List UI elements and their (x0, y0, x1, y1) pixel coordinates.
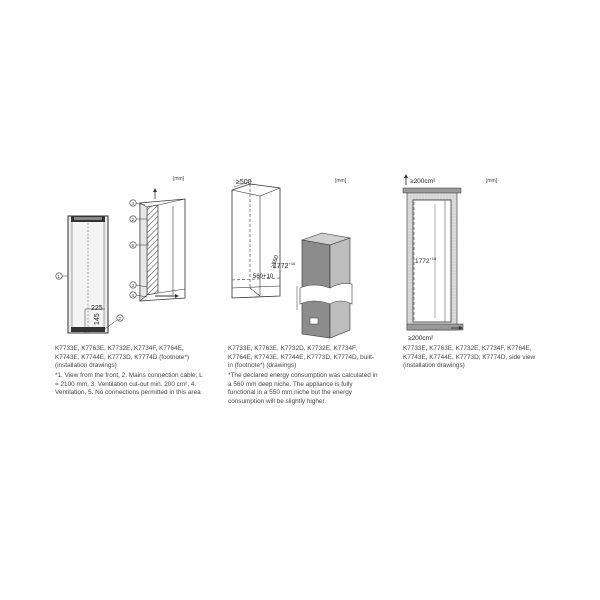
figure-2-built-in: ≥500 ≥560 1772+16 560+10 (231, 179, 353, 339)
svg-text:4: 4 (132, 293, 135, 298)
svg-text:2: 2 (119, 316, 122, 321)
unit-label-2: [mm] (335, 178, 347, 184)
svg-text:2: 2 (132, 217, 135, 222)
figure-1-notes: *1. View from the front, 2. Mains connec… (55, 372, 203, 397)
unit-label-1: [mm] (173, 176, 185, 182)
svg-text:5: 5 (132, 243, 135, 248)
unit-label-3: [mm] (486, 178, 498, 184)
niche-isometric (231, 183, 281, 299)
dim-500-label: ≥500 (236, 179, 252, 186)
svg-text:3: 3 (132, 283, 135, 288)
callout-2-front (116, 314, 124, 322)
appliance-isometric (299, 232, 353, 339)
iso-niche-hatched (139, 188, 186, 302)
svg-text:1: 1 (58, 274, 61, 279)
dim-145-label: 145 (94, 313, 101, 325)
dim-niche-width-label: 560+10 (253, 274, 274, 280)
dim-560-label: ≥560 (270, 254, 280, 269)
figure-3-caption: K7733E, K7763E, K7732E, K7734F, K7764E, … (403, 345, 536, 370)
vent-top-label: ≥200cm² (410, 178, 436, 185)
figure-2-footnote: *The declared energy consumption was cal… (228, 372, 378, 405)
svg-text:4: 4 (132, 201, 135, 206)
vent-bottom-label: ≥200cm² (408, 335, 434, 342)
dim-height-label: 1772+16 (273, 261, 296, 270)
figure-1-front-view: 225 145 1 2 4 2 5 3 4 (55, 188, 186, 334)
figure-3-side-view: ≥200cm² 1772+16 ≥200cm² (402, 174, 464, 342)
dim-height-label-side: 1772+16 (415, 256, 437, 265)
figure-1-caption: K7733E, K7763E, K7732E, K7734F, K7764E, … (55, 345, 189, 370)
dim-225-label: 225 (91, 305, 103, 312)
figure-2-caption: K7733E, K7763E, K7732D, K7732E, K7734F, … (228, 345, 375, 370)
appliance-side (412, 199, 452, 323)
